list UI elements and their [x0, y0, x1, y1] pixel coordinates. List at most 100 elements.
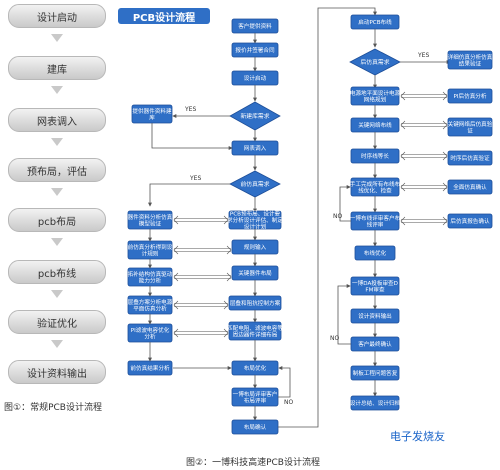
- box-label: 前仿真结果分析: [130, 364, 170, 372]
- box-label: 前仿真分析得到设: [128, 243, 173, 251]
- connector-line: [151, 123, 233, 150]
- box-label: 报价并签署合同: [235, 46, 275, 54]
- process-box: [447, 179, 493, 195]
- arrow-down-icon: [51, 188, 63, 196]
- box-label: FM审查: [365, 285, 385, 293]
- branch-label: NO: [330, 335, 339, 342]
- sync-arrow: [442, 182, 448, 192]
- step-design-start: 设计启动: [8, 4, 106, 28]
- process-box: [447, 150, 493, 166]
- box-label: 求分析设计评估、制定: [227, 216, 283, 224]
- box-label: 线优化、检查: [358, 186, 392, 194]
- sync-arrow: [400, 151, 406, 161]
- caption-figure-2: 图②：一博科技高速PCB设计流程: [186, 458, 320, 468]
- box-label: 一博布局评审客户: [233, 390, 278, 398]
- process-box: [447, 50, 493, 70]
- branch-label: YES: [417, 52, 429, 59]
- connector-line: [278, 7, 377, 428]
- box-label: PCB预布局、设计要: [230, 210, 281, 218]
- box-label: 模型验证: [139, 219, 162, 227]
- connector-line: [337, 284, 351, 345]
- box-label: 分析: [144, 332, 156, 340]
- sync-arrow: [442, 151, 448, 161]
- box-label: 设计总结、设计归档: [350, 399, 401, 407]
- box-label: 层叠方案分析电源: [128, 298, 173, 306]
- box-label: 一博DA投板审查D: [352, 279, 398, 287]
- box-label: 客户提供资料: [238, 22, 272, 30]
- sync-arrow: [223, 328, 229, 338]
- box-label: 库: [149, 113, 155, 121]
- process-box: [447, 117, 493, 137]
- process-box: [447, 88, 493, 104]
- box-label: 平面仿真分析: [133, 304, 167, 312]
- box-label: 关键网络后仿真验: [448, 120, 493, 128]
- step-prelayout-eval: 预布局，评估: [8, 158, 106, 182]
- box-label: 详细仿真分析仿真: [448, 53, 493, 61]
- arrow-down-icon: [51, 290, 63, 298]
- box-label: 设计计划: [244, 223, 267, 231]
- box-label: 时序后仿真验证: [450, 154, 490, 162]
- step-pcb-routing: pcb布线: [8, 260, 106, 284]
- box-label: 结果验证: [459, 59, 482, 67]
- box-label: 布线优化: [364, 249, 387, 257]
- arrow-down-icon: [51, 340, 63, 348]
- caption-figure-1: 图①：常规PCB设计流程: [4, 403, 102, 413]
- branch-label: YES: [189, 175, 201, 182]
- branch-label: NO: [333, 213, 342, 220]
- step-netlist-import: 网表调入: [8, 108, 106, 132]
- box-label: 布局确认: [244, 423, 267, 431]
- connector-line: [148, 183, 230, 207]
- decision-label: 前仿真需求: [241, 180, 270, 188]
- box-label: 周边器件详细布局: [233, 330, 278, 338]
- box-label: 手工完成所有布线布: [350, 180, 401, 188]
- sync-arrow: [226, 245, 232, 255]
- box-label: 布局评审: [244, 396, 267, 404]
- box-label: 网络规划: [364, 95, 387, 103]
- process-box: [447, 213, 493, 229]
- box-label: 拓补结构仿真驱动: [128, 270, 173, 278]
- box-label: 时序线等长: [361, 152, 389, 160]
- sync-arrow: [442, 216, 448, 226]
- box-label: 设计启动: [244, 74, 267, 82]
- box-label: 匹配电阻、滤波电容等: [227, 324, 283, 332]
- decision-label: 新建库需求: [241, 112, 270, 120]
- box-label: 客户最终确认: [358, 340, 392, 348]
- step-library: 建库: [8, 56, 106, 80]
- sync-arrow: [173, 245, 179, 255]
- arrow-down-icon: [51, 34, 63, 42]
- box-label: 证: [467, 127, 473, 134]
- box-label: 全面仿真确认: [453, 183, 487, 191]
- sync-arrow: [400, 91, 406, 101]
- sync-arrow: [223, 215, 229, 225]
- step-pcb-placement: pcb布局: [8, 208, 106, 232]
- arrow-down-icon: [51, 238, 63, 246]
- box-label: 制板工程问题答复: [353, 369, 398, 377]
- box-label: 后仿真报告确认: [450, 217, 490, 225]
- connector-line: [278, 366, 291, 398]
- conventional-flow: 设计启动 建库 网表调入 预布局，评估 pcb布局 pcb布线 验证优化 设计资…: [0, 0, 110, 420]
- box-label: 一博布线评审客户布: [350, 214, 401, 222]
- box-label: 启动PCB布线: [358, 18, 392, 26]
- arrow-down-icon: [51, 86, 63, 94]
- sync-arrow: [400, 120, 406, 130]
- box-label: 规则输入: [244, 243, 267, 251]
- branch-label: NO: [284, 399, 293, 406]
- box-label: 电源地平面设计电源: [350, 89, 401, 97]
- arrow-down-icon: [51, 138, 63, 146]
- box-label: 提供器件资料建: [132, 107, 172, 115]
- box-label: 关键网络布线: [358, 121, 392, 129]
- sync-arrow: [226, 272, 232, 282]
- sync-arrow: [400, 182, 406, 192]
- box-label: 关键器件布局: [238, 269, 272, 277]
- step-design-output: 设计资料输出: [8, 360, 106, 384]
- sync-arrow: [400, 216, 406, 226]
- sync-arrow: [173, 272, 179, 282]
- box-label: PI滤波电容优化: [131, 326, 170, 334]
- process-box: [350, 395, 400, 411]
- decision-label: 后仿真需求: [361, 58, 390, 66]
- sync-arrow: [173, 328, 179, 338]
- connector-line: [339, 185, 351, 222]
- box-label: 网表调入: [244, 144, 267, 152]
- box-label: 能力分析: [139, 276, 162, 284]
